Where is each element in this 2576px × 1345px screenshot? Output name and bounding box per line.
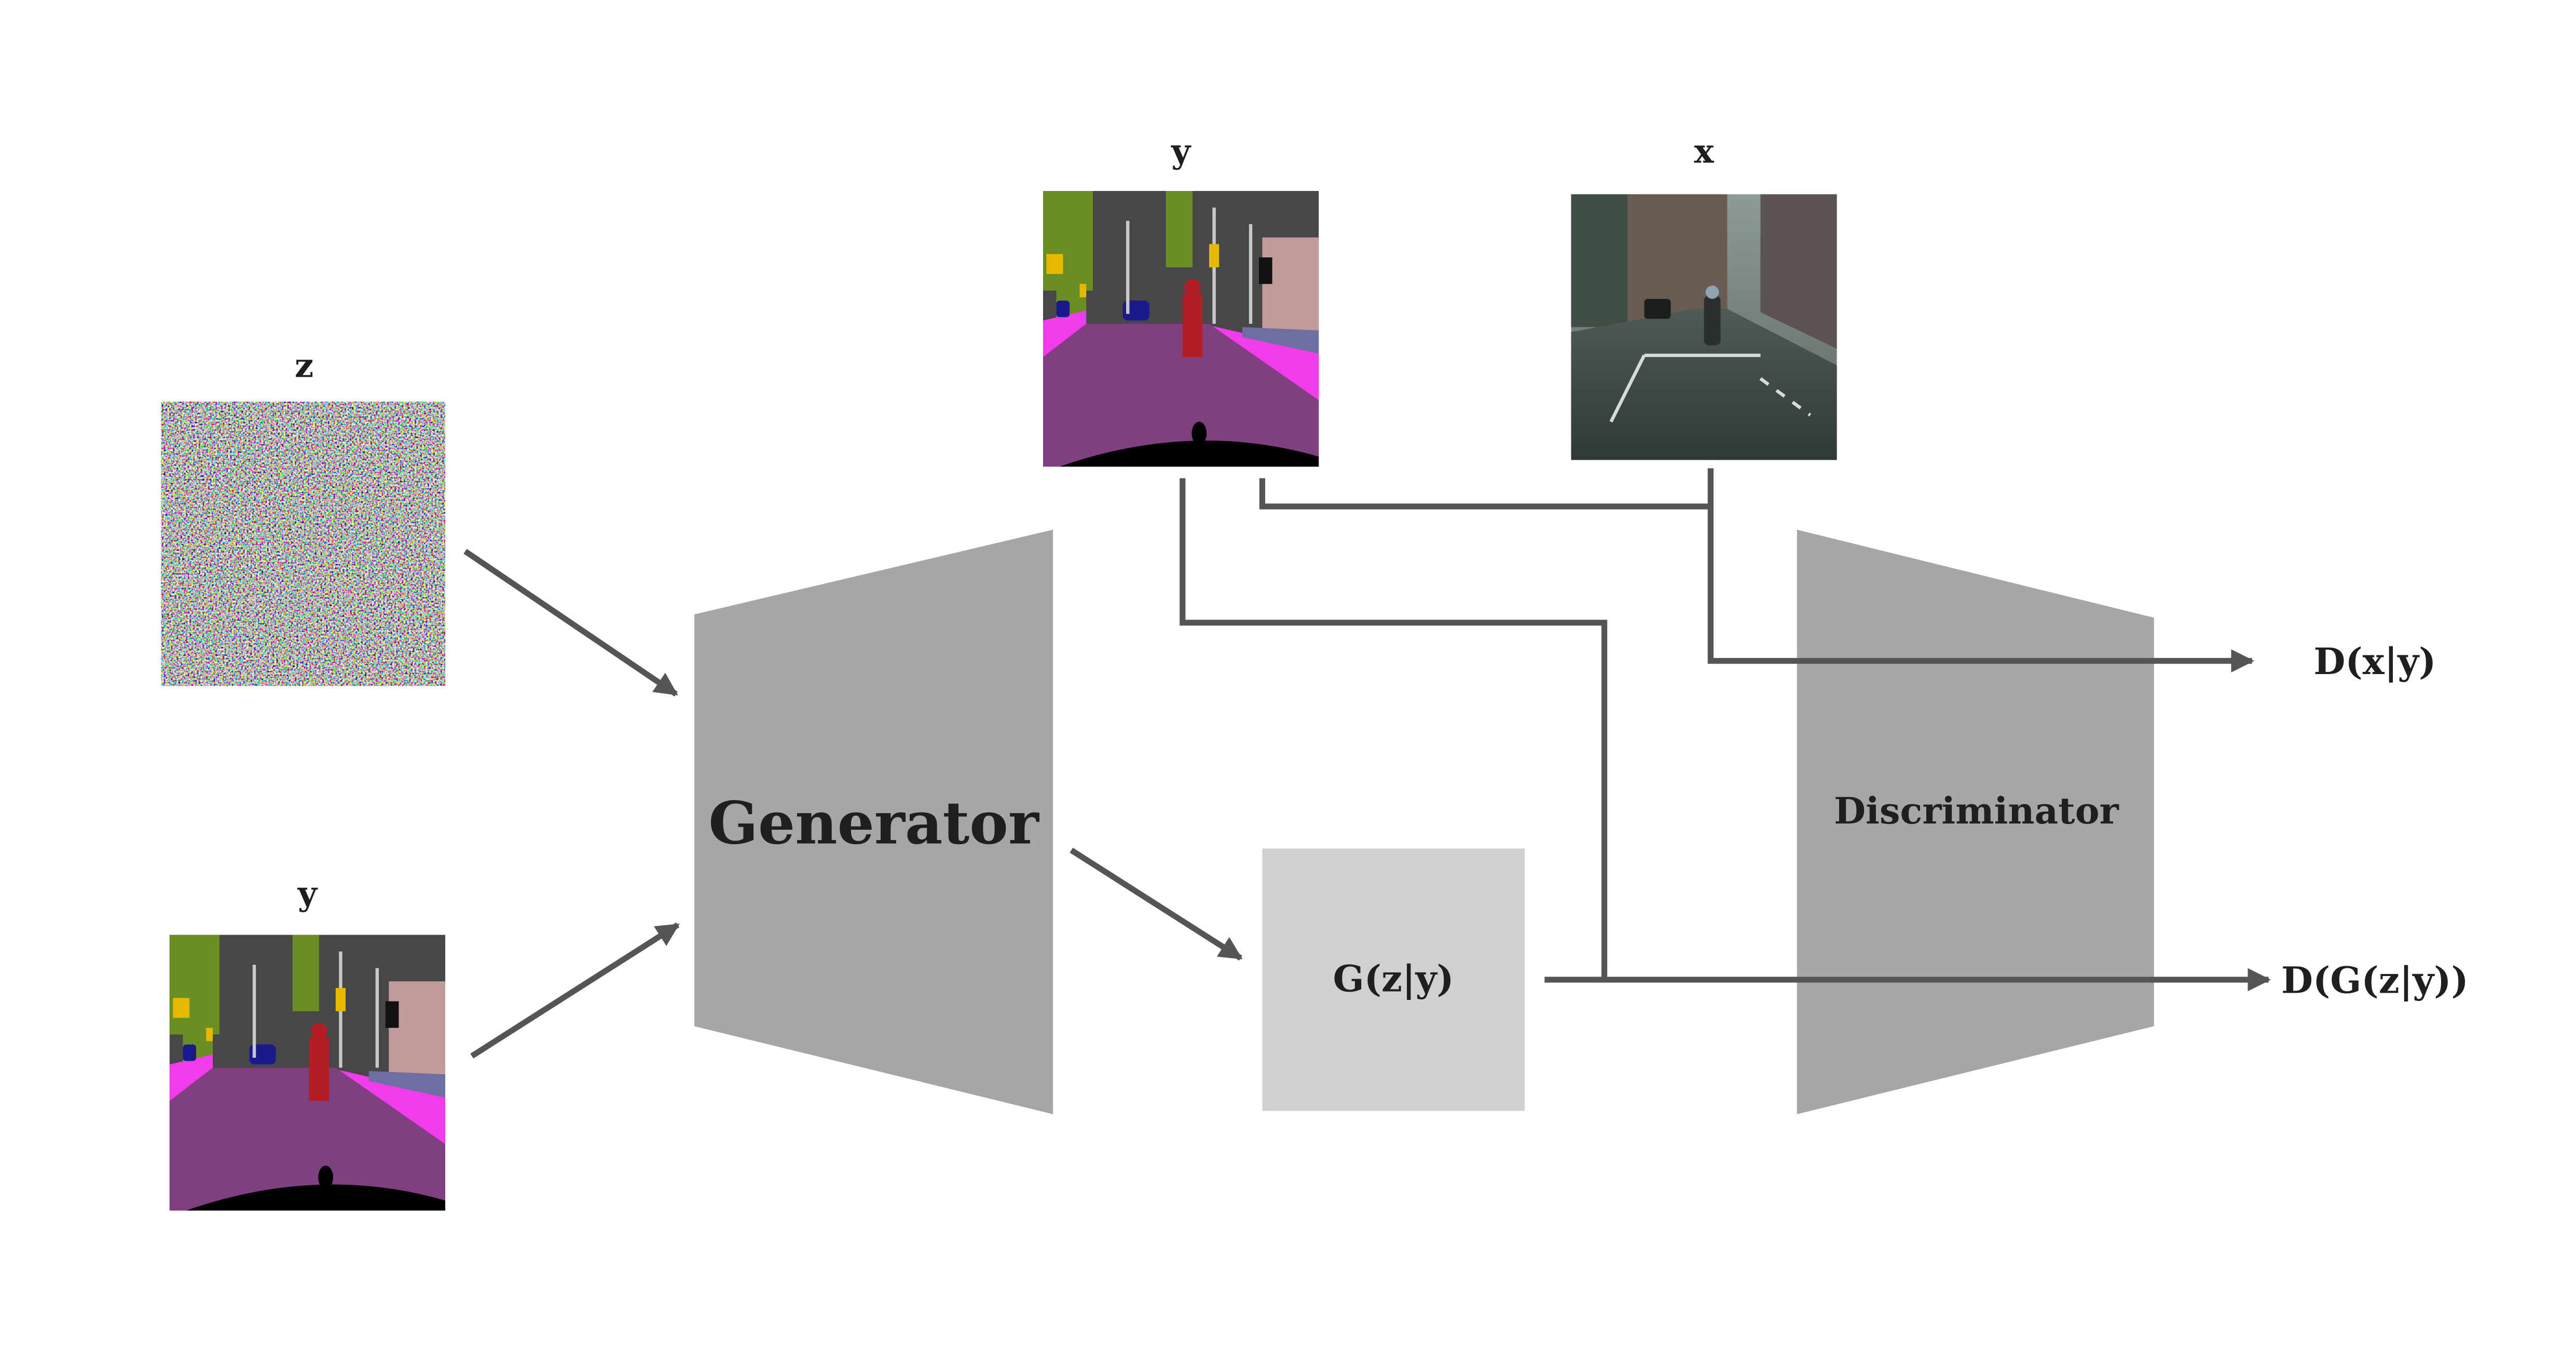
generated-output-box [1262, 848, 1525, 1111]
arrow-x-to-d-real [1707, 468, 2255, 672]
generated-output-label: G(z|y) [1333, 957, 1454, 1000]
x-label: x [1694, 132, 1715, 171]
d-fake-output-label: D(G(z|y)) [2281, 959, 2469, 1003]
discriminator-block [1797, 529, 2154, 1115]
arrow-generator-to-output [1070, 847, 1243, 961]
generator-block [694, 529, 1053, 1115]
arrow-y-to-generator [470, 922, 680, 1059]
noise-image [161, 402, 445, 686]
label-map-image-top [1043, 191, 1319, 467]
z-label: z [295, 346, 313, 385]
generator-label: Generator [708, 790, 1040, 858]
y-label-left: y [297, 874, 318, 913]
label-map-image-left [169, 935, 445, 1211]
connector-y-to-fake-path [1180, 478, 1608, 980]
d-real-output-label: D(x|y) [2313, 640, 2436, 683]
discriminator-label: Discriminator [1834, 789, 2119, 832]
real-photo-image [1571, 194, 1837, 460]
connector-y-to-real-path [1259, 478, 1711, 510]
arrow-z-to-generator [463, 548, 678, 697]
y-label-top: y [1171, 132, 1191, 171]
